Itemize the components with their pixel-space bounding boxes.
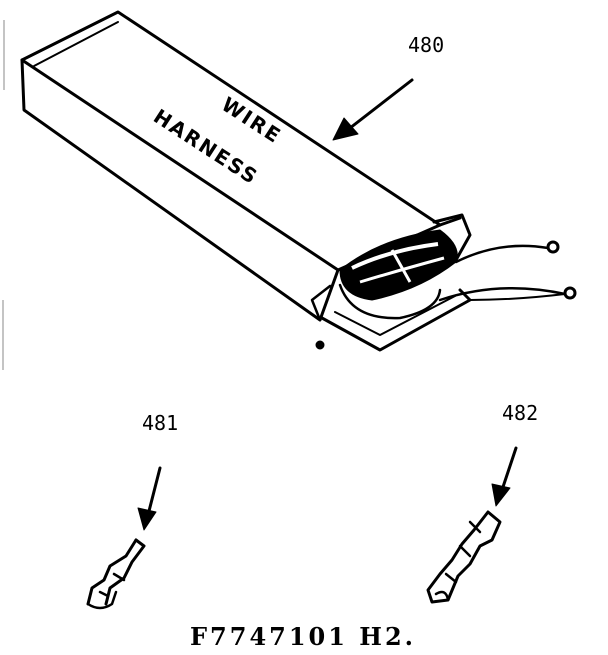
- terminal-481: [86, 538, 146, 610]
- callout-arrow-482: [491, 446, 518, 507]
- terminal-482: [426, 510, 502, 604]
- part-number-480: 480: [408, 33, 444, 57]
- drawing-code: F7747101 H2.: [190, 622, 416, 651]
- part-number-482: 482: [502, 401, 538, 425]
- part-number-481: 481: [142, 411, 178, 435]
- callout-arrow-481: [137, 466, 162, 531]
- callout-arrow-480: [332, 78, 414, 141]
- scan-edge-mark: [2, 20, 5, 370]
- wire-harness-box: [20, 10, 577, 352]
